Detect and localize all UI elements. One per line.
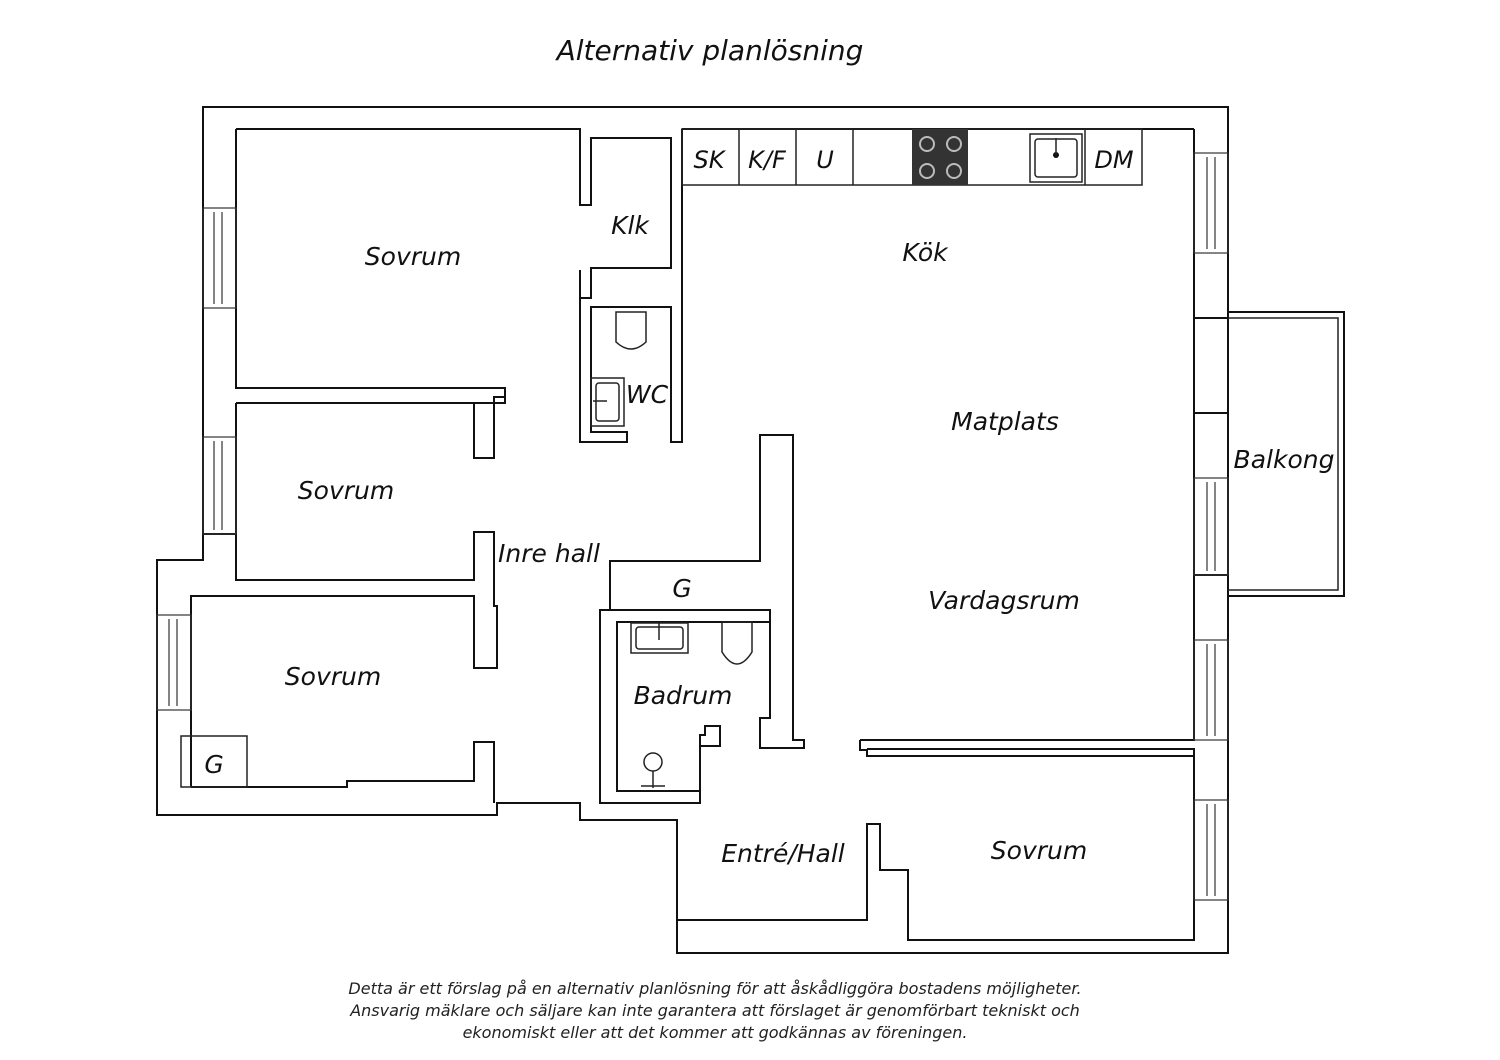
shower-icon xyxy=(641,752,665,788)
window-icon xyxy=(202,207,237,309)
room-label-entre-hall: Entré/Hall xyxy=(721,839,845,868)
toilet-icon xyxy=(721,621,753,665)
room-label-g-hall: G xyxy=(672,574,691,603)
window-icon xyxy=(1193,477,1229,576)
room-label-sovrum-w: Sovrum xyxy=(298,476,394,505)
kitchen-counter xyxy=(681,128,1143,186)
stove-icon xyxy=(912,129,968,185)
kitchen-unit-dm: DM xyxy=(1094,146,1133,174)
room-label-kok: Kök xyxy=(902,238,949,267)
washbasin-icon xyxy=(590,377,625,427)
room-label-matplats: Matplats xyxy=(951,407,1059,436)
interior-walls xyxy=(190,129,1195,941)
room-label-badrum: Badrum xyxy=(634,681,733,710)
kitchen-unit-sk: SK xyxy=(694,146,727,174)
room-label-klk: Klk xyxy=(611,211,650,240)
disclaimer-line: Detta är ett förslag på en alternativ pl… xyxy=(348,979,1082,998)
washbasin-icon xyxy=(630,622,689,654)
balcony xyxy=(1194,311,1345,597)
disclaimer: Detta är ett förslag på en alternativ pl… xyxy=(300,978,1130,1044)
sink-icon xyxy=(1029,133,1083,183)
window-icon xyxy=(1193,639,1229,741)
window-icon xyxy=(202,436,237,535)
disclaimer-line: Ansvarig mäklare och säljare kan inte ga… xyxy=(350,1001,1080,1020)
room-label-g-sovrum: G xyxy=(204,750,223,779)
closet-sovrum xyxy=(180,735,248,788)
outer-walls xyxy=(156,106,1229,954)
room-label-sovrum-sw: Sovrum xyxy=(285,662,381,691)
room-label-wc: WC xyxy=(626,380,669,409)
window-icon xyxy=(1193,152,1229,254)
room-label-inre-hall: Inre hall xyxy=(498,539,600,568)
kitchen-unit-u: U xyxy=(816,146,834,174)
room-label-balkong: Balkong xyxy=(1234,445,1335,474)
kitchen-unit-kf: K/F xyxy=(748,146,787,174)
window-icon xyxy=(156,614,192,711)
window-icon xyxy=(1193,799,1229,901)
disclaimer-line: ekonomiskt eller att det kommer att godk… xyxy=(462,1023,968,1042)
plan-title: Alternativ planlösning xyxy=(556,34,864,67)
toilet-icon xyxy=(615,311,647,350)
room-label-sovrum-se: Sovrum xyxy=(991,836,1087,865)
windows xyxy=(156,152,1229,901)
room-label-vardagsrum: Vardagsrum xyxy=(928,586,1080,615)
room-label-sovrum-nw: Sovrum xyxy=(365,242,461,271)
